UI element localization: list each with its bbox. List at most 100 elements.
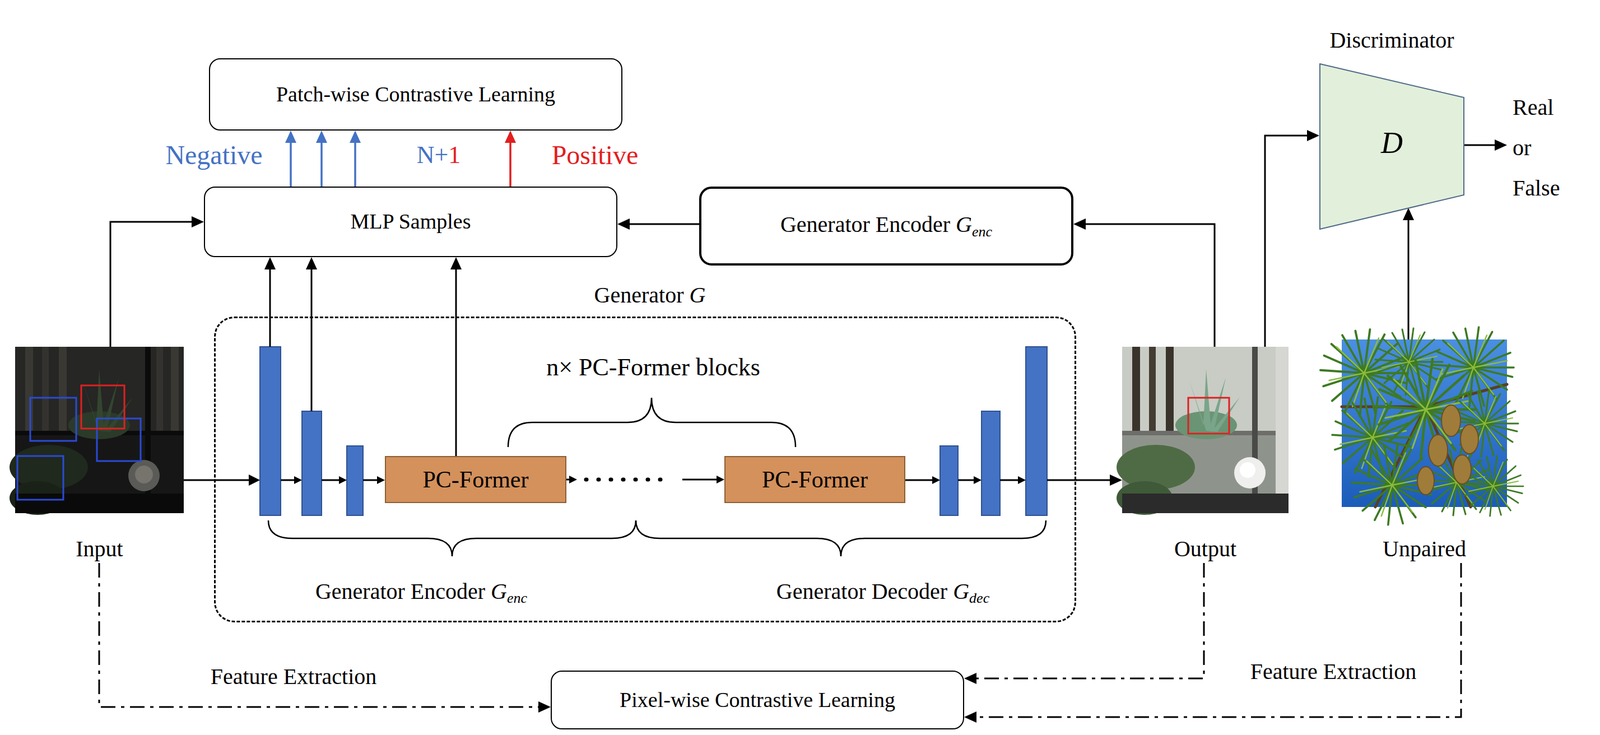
output-photo-part (1189, 369, 1240, 432)
arrow-head (285, 130, 297, 143)
feature-bar-part (981, 411, 1000, 516)
pc-former-block: PC-Former (384, 456, 567, 504)
output-photo-part (1132, 346, 1141, 431)
unpaired-photo-part-part (1417, 466, 1435, 495)
unpaired-photo (1320, 327, 1524, 525)
process-box: Pixel-wise Contrastive Learning (550, 670, 965, 730)
output-photo-part (1239, 462, 1256, 478)
output-photo-part (1122, 493, 1289, 514)
unpaired-photo-part (1433, 327, 1514, 408)
connector (617, 218, 700, 230)
arrow-head (716, 475, 725, 484)
unpaired-photo-part-part (1428, 434, 1448, 467)
text-part: Generator Encoder (780, 211, 956, 237)
free-label: N+1 (416, 141, 462, 170)
connector (1073, 218, 1215, 347)
input-photo-part (128, 459, 160, 492)
text-part: enc (971, 223, 993, 240)
encoder-box: Generator Encoder Genc (699, 186, 1074, 266)
image-caption: Unpaired (1382, 536, 1467, 562)
connector (964, 563, 1462, 723)
connector-line (1076, 479, 1111, 482)
image-panel: Output (1122, 346, 1289, 564)
flow-arrow-part (338, 476, 347, 485)
feature-bar-part (940, 445, 958, 516)
input-photo-part (58, 346, 67, 431)
flow-arrow-part (248, 474, 260, 486)
text-part: G (490, 578, 508, 604)
connector-line (975, 563, 1204, 679)
text-part: G (955, 211, 972, 237)
output-photo-part (1188, 397, 1230, 434)
arrow-head (1402, 207, 1415, 221)
output-photo-part (1234, 457, 1266, 489)
arrow-head (617, 218, 630, 230)
connector (566, 475, 725, 484)
text-part: enc (507, 589, 528, 607)
flow-arrow-part (363, 479, 378, 482)
connector (183, 480, 215, 481)
arrow-head (1307, 129, 1320, 142)
free-label: Real or False (1512, 87, 1575, 209)
unpaired-photo-part-part (1460, 424, 1479, 454)
connector-line (110, 221, 193, 347)
flow-arrow-part (957, 479, 975, 482)
text-part: Generator (594, 282, 690, 308)
brace-part (268, 520, 636, 557)
free-label: Feature Extraction (210, 663, 378, 690)
connector (504, 130, 516, 187)
output-photo-part (1149, 346, 1156, 431)
flow-arrow-part (377, 476, 385, 485)
text-part: 1 (448, 141, 461, 169)
connector-line (1407, 219, 1410, 340)
image-caption: Input (75, 536, 123, 562)
arrow-head (569, 475, 578, 484)
connector (110, 216, 204, 347)
text-part: Generator Encoder (315, 578, 491, 604)
connector (964, 563, 1204, 685)
text-label: Patch-wise Contrastive Learning (276, 82, 556, 108)
flow-arrow-part (321, 479, 340, 482)
connector (349, 130, 361, 187)
connector-line (628, 223, 700, 226)
brace-part (508, 397, 796, 448)
connector-line (289, 141, 292, 187)
connector-line (682, 478, 718, 481)
arrow-head (964, 672, 977, 685)
unpaired-photo-part (1320, 329, 1408, 417)
arrow-head (1073, 218, 1086, 230)
brace-part (635, 520, 1046, 557)
input-photo (9, 346, 184, 515)
flow-arrow-part (214, 479, 250, 482)
connector-line (509, 141, 512, 187)
connector-line (585, 477, 673, 482)
arrow-head (504, 130, 516, 143)
free-label: Generator Encoder Genc (315, 578, 528, 608)
image-panel: Unpaired (1341, 339, 1508, 564)
input-photo-part (170, 346, 179, 431)
arrow-head (349, 130, 361, 143)
input-photo-part (135, 465, 153, 484)
output-photo-part (1275, 346, 1289, 514)
text-part: dec (969, 589, 990, 607)
output-photo (1116, 346, 1289, 515)
free-label: n× PC-Former blocks (546, 353, 761, 383)
arrow-head (538, 701, 551, 713)
unpaired-photo-part-part (1453, 454, 1472, 485)
connector-line (183, 479, 215, 482)
arrow-head (964, 711, 977, 723)
text-label: PC-Former (761, 466, 868, 493)
free-label: Positive (551, 139, 639, 171)
flow-arrow-part (1494, 139, 1508, 151)
flow-arrow-part (310, 268, 313, 412)
output-photo-part (1165, 346, 1174, 431)
arrow-head (450, 257, 462, 270)
trapezoid-shape (1319, 63, 1464, 230)
feature-bar-part (301, 411, 322, 516)
input-photo-part (156, 346, 164, 431)
process-box: Patch-wise Contrastive Learning (208, 58, 623, 131)
connector (1076, 474, 1123, 486)
process-box: MLP Samples (203, 186, 618, 258)
connector-line (99, 563, 540, 708)
input-photo-part (81, 385, 125, 429)
